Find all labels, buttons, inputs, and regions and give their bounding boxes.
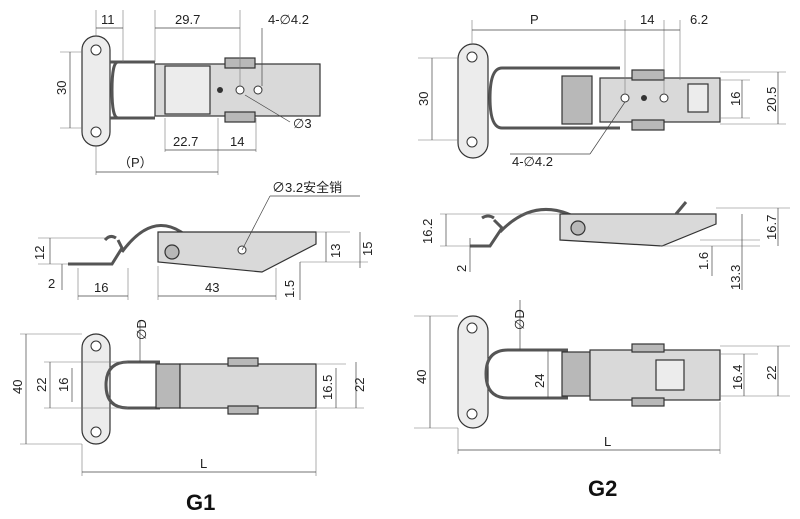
g2-dim-dia-d: ∅D [512, 309, 527, 330]
g1-bottom-latch-body [179, 363, 317, 409]
g2-side-view: 16.2 2 1.6 13.3 16.7 [420, 201, 790, 290]
g1-dim-p: （P） [118, 155, 153, 170]
g1-dim-2: 2 [48, 276, 55, 291]
g1-dim-40: 40 [10, 380, 25, 394]
g2-dim-l: L [604, 434, 611, 449]
g1-dim-43: 43 [205, 280, 219, 295]
g1-dim-30: 30 [54, 81, 69, 95]
g1-dim-16-b: 16 [56, 378, 71, 392]
g2-dim-holes: 4-∅4.2 [512, 154, 553, 169]
g1-dim-pin: ∅3 [293, 116, 312, 131]
g1-dim-dia-d: ∅D [134, 319, 149, 340]
g2-dim-2: 2 [454, 265, 469, 272]
g2-dim-16-2: 16.2 [420, 219, 435, 244]
g2-dim-30: 30 [416, 92, 431, 106]
g1-dim-16: 16 [94, 280, 108, 295]
g1-dim-safety-pin: ∅3.2安全销 [272, 180, 342, 195]
g2-top-view: P 14 6.2 30 16 20.5 4-∅4.2 [416, 12, 786, 169]
g1-bottom-view: ∅D 40 22 16 16.5 22 L [10, 319, 367, 476]
g1-dim-13: 13 [328, 244, 343, 258]
g1-dim-1-5: 1.5 [282, 280, 297, 298]
g1-dim-11: 11 [101, 12, 115, 27]
g2-dim-16: 16 [728, 92, 743, 106]
g2-dim-6-2: 6.2 [690, 12, 708, 27]
g2-dim-16-7: 16.7 [764, 215, 779, 240]
g2-dim-p: P [530, 12, 539, 27]
g2-dim-1-6: 1.6 [696, 252, 711, 270]
g1-dim-holes: 4-∅4.2 [268, 12, 309, 27]
g1-dim-22-r: 22 [352, 378, 367, 392]
g2-dim-40: 40 [414, 370, 429, 384]
g1-side-view: ∅3.2安全销 12 2 16 43 13 15 1.5 [32, 180, 375, 300]
g1-dim-15: 15 [360, 242, 375, 256]
g1-side-latch-body [157, 231, 317, 273]
g2-side-latch-body [559, 213, 717, 247]
g2-label: G2 [588, 476, 617, 501]
g2-bottom-mount-plate [457, 315, 489, 429]
g2-bottom-latch-body [589, 349, 721, 401]
g2-dim-20-5: 20.5 [764, 87, 779, 112]
g1-dim-14: 14 [230, 134, 244, 149]
g2-top-mount-plate [457, 43, 489, 159]
g2-dim-16-4: 16.4 [730, 365, 745, 390]
g1-dim-l: L [200, 456, 207, 471]
g1-dim-16-5: 16.5 [320, 375, 335, 400]
g2-dim-22: 22 [764, 366, 779, 380]
g1-dim-29-7: 29.7 [175, 12, 200, 27]
g2-dim-14: 14 [640, 12, 654, 27]
g1-dim-12: 12 [32, 246, 47, 260]
g2-bottom-view: ∅D 40 24 16.4 22 L [414, 300, 790, 454]
g1-label: G1 [186, 490, 215, 515]
g2-dim-13-3: 13.3 [728, 265, 743, 290]
g1-dim-22-7: 22.7 [173, 134, 198, 149]
g1-top-view: 11 29.7 4-∅4.2 30 ∅3 22.7 14 （P） [54, 10, 321, 175]
g1-bottom-mount-plate [81, 333, 111, 445]
g1-dim-22: 22 [34, 378, 49, 392]
g2-dim-24: 24 [532, 374, 547, 388]
